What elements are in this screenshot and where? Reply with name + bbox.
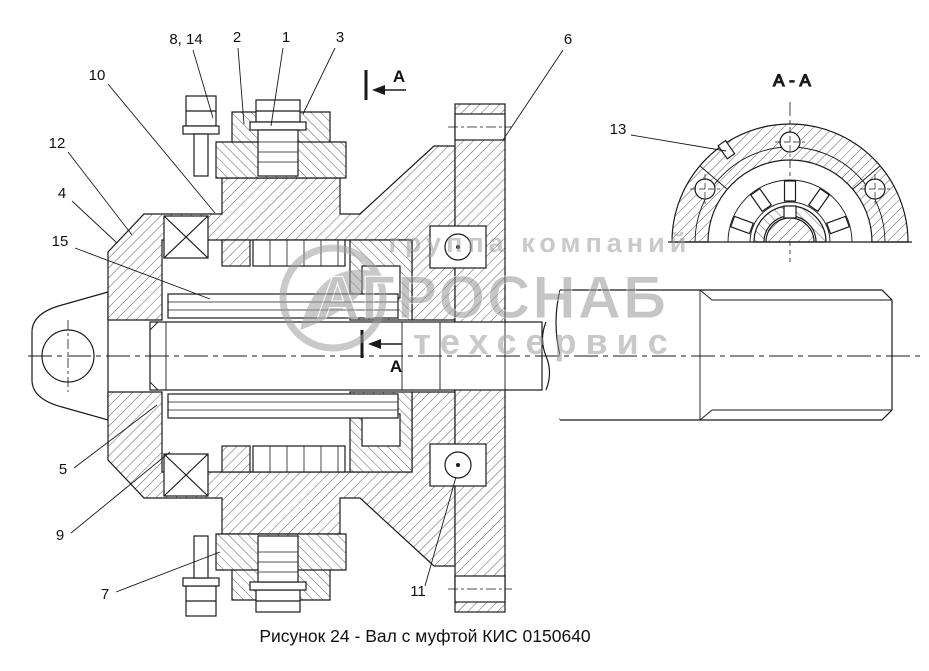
ball-bearing-top <box>429 225 487 269</box>
callout-3: 3 <box>302 29 344 115</box>
figure-caption: Рисунок 24 - Вал с муфтой КИС 0150640 <box>259 626 591 646</box>
callout-5: 5 <box>59 404 158 478</box>
callout-label-1: 1 <box>282 29 290 46</box>
cut-arrowhead-mid <box>368 339 381 349</box>
bottom-bolt <box>182 535 220 617</box>
callout-label-13: 13 <box>610 121 627 138</box>
coupling-internals-bottom <box>167 391 413 473</box>
callout-4: 4 <box>58 185 118 244</box>
callout-2: 2 <box>233 29 245 125</box>
aa-key <box>783 205 797 219</box>
ball-bearing-bottom <box>429 443 487 487</box>
bottom-stud-nut <box>249 535 307 613</box>
callouts: 8, 14 2 1 3 10 12 4 15 <box>49 29 727 603</box>
section-view-aa: А - А <box>668 70 912 262</box>
aa-bolt-hole-right <box>860 174 890 204</box>
callout-6: 6 <box>502 31 572 141</box>
watermark-logo-leaf <box>300 269 378 330</box>
aa-bolt-hole-left <box>690 174 720 204</box>
cut-letter-mid: А <box>390 357 402 376</box>
bearing-top-left <box>163 215 209 259</box>
callout-label-2: 2 <box>233 29 241 46</box>
top-stud-nut <box>249 99 307 177</box>
callout-label-11: 11 <box>410 583 426 600</box>
callout-label-7: 7 <box>101 586 109 603</box>
shaft-large-section <box>560 289 893 421</box>
callout-label-6: 6 <box>564 31 572 48</box>
watermark-line2: АГРОСНАБ <box>316 264 668 331</box>
callout-label-5: 5 <box>59 461 67 478</box>
callout-label-9: 9 <box>56 527 64 544</box>
watermark-line3: техсервис <box>413 321 677 362</box>
callout-label-3: 3 <box>336 29 344 46</box>
callout-15: 15 <box>52 233 211 300</box>
bearing-bottom-left <box>163 453 209 497</box>
watermark: группа компаний АГРОСНАБ техсервис <box>279 228 692 362</box>
aa-lock-plate <box>717 139 736 160</box>
top-bolt <box>182 95 220 177</box>
callout-13: 13 <box>610 121 727 152</box>
callout-label-10: 10 <box>89 67 106 84</box>
callout-label-4: 4 <box>58 185 66 202</box>
callout-8-14: 8, 14 <box>169 31 214 119</box>
callout-11: 11 <box>410 476 457 600</box>
callout-10: 10 <box>89 67 216 214</box>
callout-12: 12 <box>49 135 133 236</box>
cut-letter-top: А <box>393 67 405 86</box>
mounting-flange <box>448 103 512 613</box>
callout-label-12: 12 <box>49 135 66 152</box>
section-aa-label: А - А <box>773 71 811 90</box>
callout-9: 9 <box>56 451 171 544</box>
aa-rollers <box>729 180 851 235</box>
cut-arrowhead-top <box>372 85 385 95</box>
section-cut-top: А <box>364 67 406 100</box>
callout-label-15: 15 <box>52 233 69 250</box>
callout-7: 7 <box>101 551 221 603</box>
callout-label-8-14: 8, 14 <box>169 31 202 48</box>
aa-bolt-hole-top <box>775 127 805 157</box>
watermark-logo <box>279 244 387 352</box>
watermark-line1: группа компаний <box>389 228 692 258</box>
callout-1: 1 <box>270 29 290 127</box>
